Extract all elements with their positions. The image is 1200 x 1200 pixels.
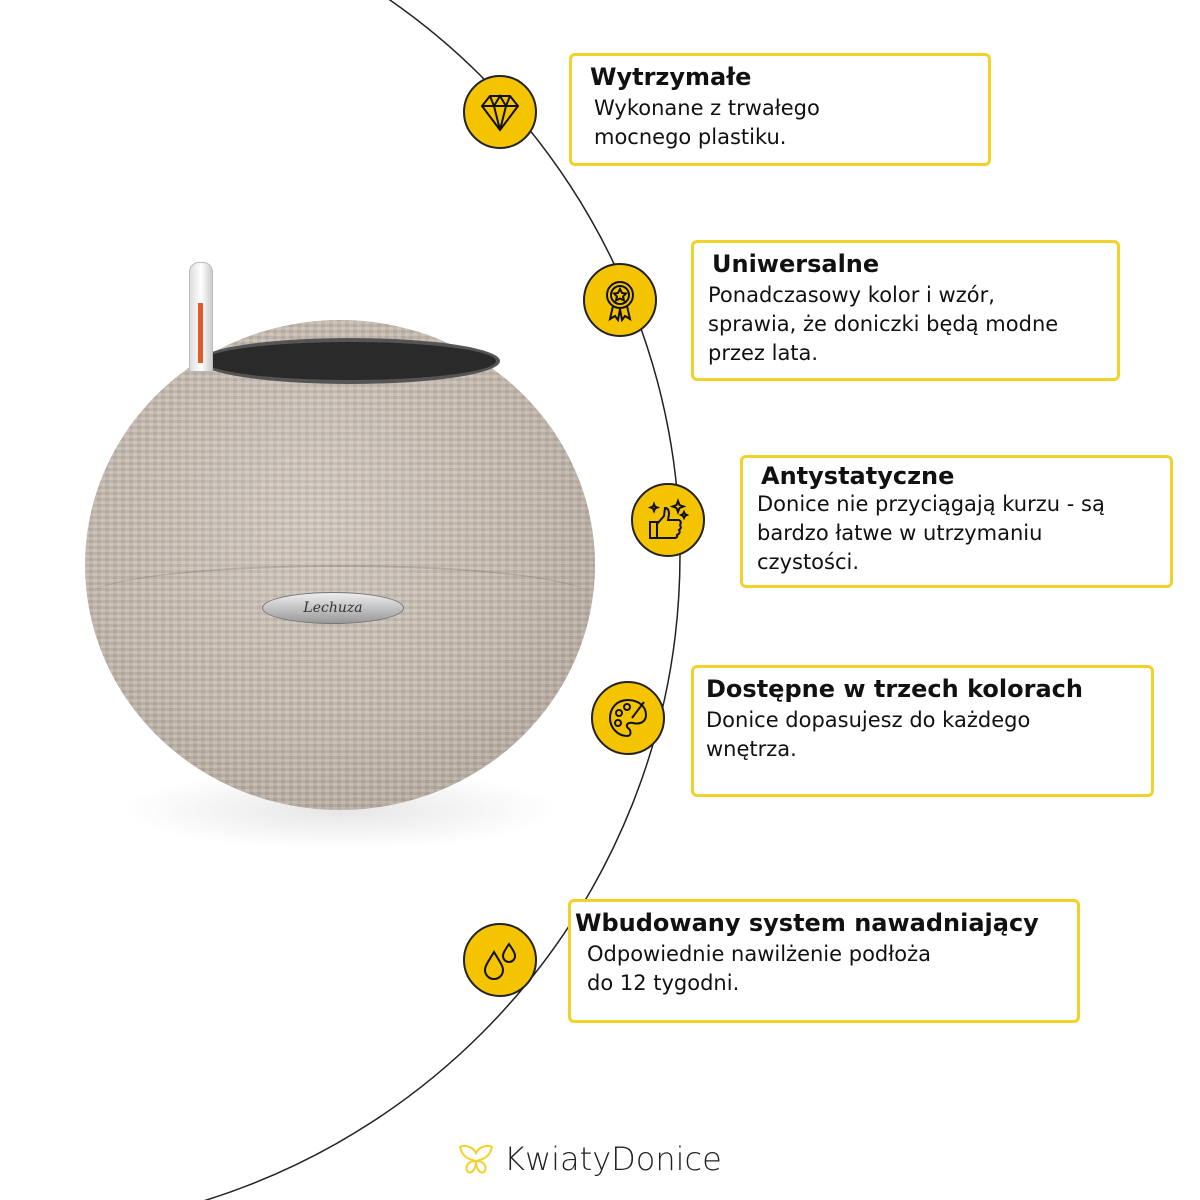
feature-title: Wbudowany system nawadniający — [575, 909, 1039, 937]
palette-icon — [591, 681, 665, 755]
award-medal-icon — [583, 263, 657, 337]
butterfly-logo-icon — [458, 1144, 494, 1174]
feature-card-universal: Uniwersalne Ponadczasowy kolor i wzór,sp… — [691, 240, 1120, 381]
brand-footer: KwiatyDonice — [458, 1140, 722, 1178]
brand-badge: Lechuza — [262, 592, 404, 624]
sparkle-thumbs-up-icon — [631, 483, 705, 557]
pot-seam — [88, 565, 592, 597]
water-level-indicator — [189, 262, 213, 372]
product-pot-image — [85, 320, 595, 810]
water-drops-icon — [463, 923, 537, 997]
brand-name: KwiatyDonice — [504, 1140, 722, 1178]
feature-card-irrigation: Wbudowany system nawadniający Odpowiedni… — [568, 899, 1080, 1023]
feature-title: Wytrzymałe — [590, 63, 752, 91]
pot-rim — [200, 338, 500, 384]
feature-description: Ponadczasowy kolor i wzór,sprawia, że do… — [708, 283, 1059, 365]
feature-card-antistatic: Antystatyczne Donice nie przyciągają kur… — [740, 455, 1173, 588]
feature-card-colors: Dostępne w trzech kolorach Donice dopasu… — [691, 665, 1154, 797]
feature-title: Dostępne w trzech kolorach — [706, 675, 1083, 703]
feature-title: Antystatyczne — [761, 462, 955, 490]
diamond-icon — [463, 75, 537, 149]
feature-title: Uniwersalne — [712, 250, 880, 278]
